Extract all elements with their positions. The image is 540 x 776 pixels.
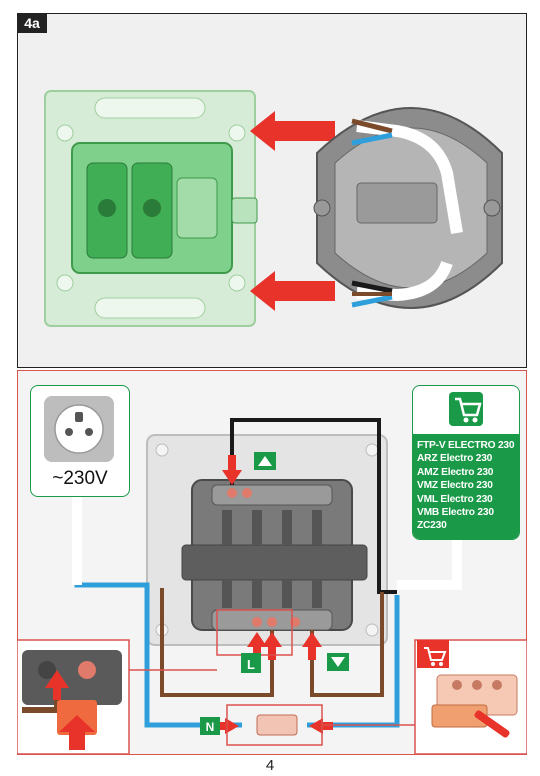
product-item: FTP-V ELECTRO 230: [417, 440, 515, 451]
insert-arrows: [250, 111, 335, 311]
inset-connector-detail: [414, 639, 527, 755]
product-item: VMZ Electro 230: [417, 480, 493, 492]
product-item: ARZ Electro 230: [417, 453, 493, 465]
product-item: ZC230: [417, 520, 447, 532]
step-badge: 4a: [17, 13, 47, 33]
inset-terminal-detail: [17, 639, 130, 755]
terminal-arrows: [215, 455, 333, 734]
neutral-connector-label: N: [205, 720, 215, 734]
product-item: AMZ Electro 230: [417, 466, 494, 478]
cart-icon: [449, 392, 483, 426]
live-terminal-label: L: [247, 657, 255, 672]
socket-mechanism: [181, 479, 368, 631]
live-terminal-tag: [241, 653, 261, 673]
socket-icon: [44, 396, 114, 462]
product-item: VMB Electro 230: [417, 507, 494, 519]
neutral-connector-tag: [200, 717, 220, 735]
mounting-illustration: [44, 90, 503, 327]
direction-up-tag: [254, 452, 276, 470]
wires: [72, 418, 462, 728]
direction-down-tag: [327, 653, 349, 671]
compatible-products-list: FTP-V ELECTRO 230 ARZ Electro 230 AMZ El…: [413, 434, 519, 539]
cart-icon: [424, 647, 447, 666]
wiring-diagram: [17, 418, 527, 755]
socket-mechanism: [71, 142, 258, 274]
compatible-products-box: FTP-V ELECTRO 230 ARZ Electro 230 AMZ El…: [412, 385, 520, 540]
page-number: 4: [265, 757, 275, 774]
wall-box: [313, 107, 503, 309]
voltage-label: ~230V: [52, 468, 108, 489]
socket-type-box: ~230V: [30, 385, 130, 497]
product-item: VML Electro 230: [417, 493, 493, 505]
neutral-connector: [256, 714, 298, 736]
